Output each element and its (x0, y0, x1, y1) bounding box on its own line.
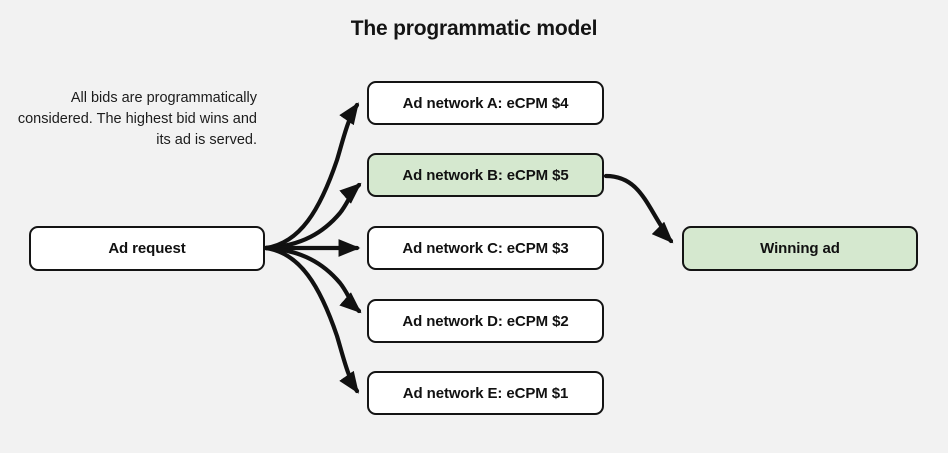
node-ad-network-e[interactable]: Ad network E: eCPM $1 (367, 371, 604, 415)
page-title: The programmatic model (350, 17, 598, 40)
explanation-text: All bids are programmatically considered… (17, 90, 257, 148)
node-ad-network-a-label: Ad network A: eCPM $4 (402, 94, 569, 112)
edge-ad-request-to-network-e (263, 245, 360, 394)
node-ad-request-label: Ad request (108, 240, 186, 257)
edge-network-b-to-winning-ad (603, 173, 674, 244)
node-winning-ad-label: Winning ad (760, 240, 840, 257)
node-ad-network-a[interactable]: Ad network A: eCPM $4 (367, 81, 604, 125)
node-ad-request[interactable]: Ad request (29, 226, 265, 271)
node-ad-network-b-label: Ad network B: eCPM $5 (402, 166, 569, 184)
node-ad-network-c-label: Ad network C: eCPM $3 (402, 239, 569, 257)
node-ad-network-c[interactable]: Ad network C: eCPM $3 (367, 226, 604, 270)
node-ad-network-d-label: Ad network D: eCPM $2 (402, 312, 569, 330)
edge-ad-request-to-network-d (263, 245, 362, 314)
edge-ad-request-to-network-a (263, 102, 360, 251)
node-ad-network-d[interactable]: Ad network D: eCPM $2 (367, 299, 604, 343)
node-winning-ad[interactable]: Winning ad (682, 226, 918, 271)
node-ad-network-e-label: Ad network E: eCPM $1 (402, 384, 569, 402)
node-ad-network-b[interactable]: Ad network B: eCPM $5 (367, 153, 604, 197)
edge-ad-request-to-network-b (263, 182, 362, 251)
